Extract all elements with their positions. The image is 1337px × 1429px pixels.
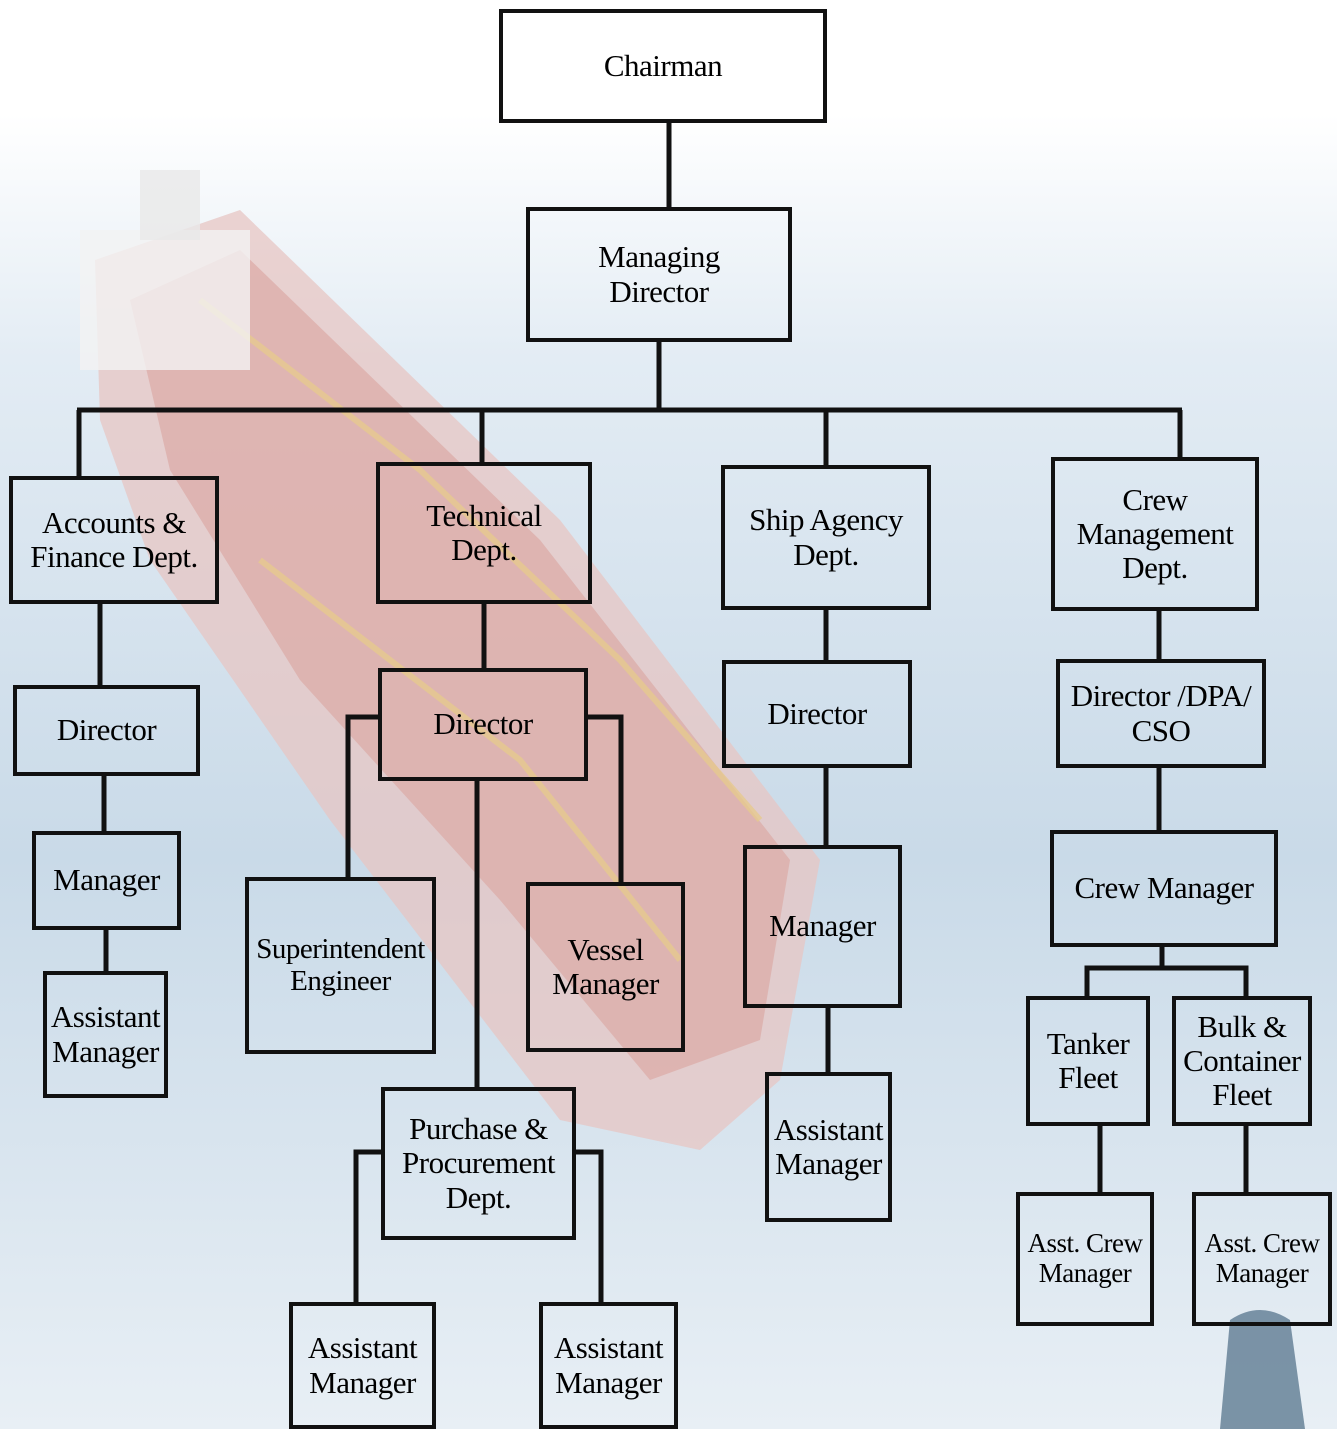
crew-director-dpa-cso-label: Director /DPA/ CSO — [1070, 678, 1252, 748]
tanker-fleet-label: Tanker Fleet — [1046, 1025, 1130, 1095]
ship-agency-director-box: Director — [722, 660, 912, 768]
crew-manager-box: Crew Manager — [1050, 830, 1278, 947]
purchase-procurement-dept-label: Purchase & Procurement Dept. — [402, 1111, 555, 1215]
chairman-box: Chairman — [499, 9, 827, 123]
technical-dept-label: Technical Dept. — [426, 497, 542, 567]
crew-manager-label: Crew Manager — [1074, 870, 1254, 906]
asst-crew-manager-box-1: Asst. Crew Manager — [1016, 1192, 1154, 1326]
managing-director-label: Managing Director — [598, 239, 720, 309]
vessel-manager-label: Vessel Manager — [552, 931, 659, 1001]
managing-director-box: Managing Director — [526, 207, 792, 342]
purchase-assistant-manager-box-1: Assistant Manager — [289, 1302, 436, 1429]
accounts-manager-label: Manager — [53, 862, 160, 898]
accounts-assistant-manager-box: Assistant Manager — [43, 971, 168, 1098]
accounts-director-label: Director — [56, 712, 157, 748]
crew-director-dpa-cso-box: Director /DPA/ CSO — [1056, 659, 1266, 768]
vessel-manager-box: Vessel Manager — [526, 882, 685, 1052]
technical-director-label: Director — [433, 706, 533, 742]
ship-agency-assistant-manager-label: Assistant Manager — [773, 1111, 884, 1181]
tanker-fleet-box: Tanker Fleet — [1026, 996, 1150, 1126]
chairman-label: Chairman — [603, 47, 723, 83]
crew-management-dept-label: Crew Management Dept. — [1076, 481, 1234, 586]
ship-agency-assistant-manager-box: Assistant Manager — [765, 1072, 892, 1222]
bulk-container-fleet-box: Bulk & Container Fleet — [1172, 996, 1312, 1126]
superintendent-engineer-box: Superintendent Engineer — [245, 877, 436, 1054]
purchase-assistant-manager-label-1: Assistant Manager — [307, 1330, 418, 1400]
technical-dept-box: Technical Dept. — [376, 462, 592, 604]
purchase-assistant-manager-label-2: Assistant Manager — [553, 1330, 664, 1400]
ship-agency-dept-label: Ship Agency Dept. — [749, 502, 903, 572]
ship-agency-dept-box: Ship Agency Dept. — [721, 465, 931, 610]
purchase-procurement-dept-box: Purchase & Procurement Dept. — [381, 1087, 576, 1240]
technical-director-box: Director — [378, 668, 588, 781]
ship-agency-manager-box: Manager — [743, 845, 902, 1008]
asst-crew-manager-label-1: Asst. Crew Manager — [1027, 1228, 1144, 1288]
accounts-director-box: Director — [13, 685, 200, 776]
asst-crew-manager-label-2: Asst. Crew Manager — [1204, 1228, 1321, 1288]
accounts-finance-dept-box: Accounts & Finance Dept. — [9, 476, 219, 604]
ship-agency-manager-label: Manager — [769, 908, 876, 944]
crew-management-dept-box: Crew Management Dept. — [1051, 457, 1259, 611]
ship-agency-director-label: Director — [767, 695, 867, 731]
accounts-finance-dept-label: Accounts & Finance Dept. — [30, 504, 198, 574]
purchase-assistant-manager-box-2: Assistant Manager — [539, 1302, 678, 1429]
accounts-assistant-manager-label: Assistant Manager — [50, 999, 161, 1069]
superintendent-engineer-label: Superintendent Engineer — [256, 932, 425, 997]
asst-crew-manager-box-2: Asst. Crew Manager — [1192, 1192, 1332, 1326]
accounts-manager-box: Manager — [32, 831, 181, 930]
bulk-container-fleet-label: Bulk & Container Fleet — [1183, 1008, 1301, 1113]
